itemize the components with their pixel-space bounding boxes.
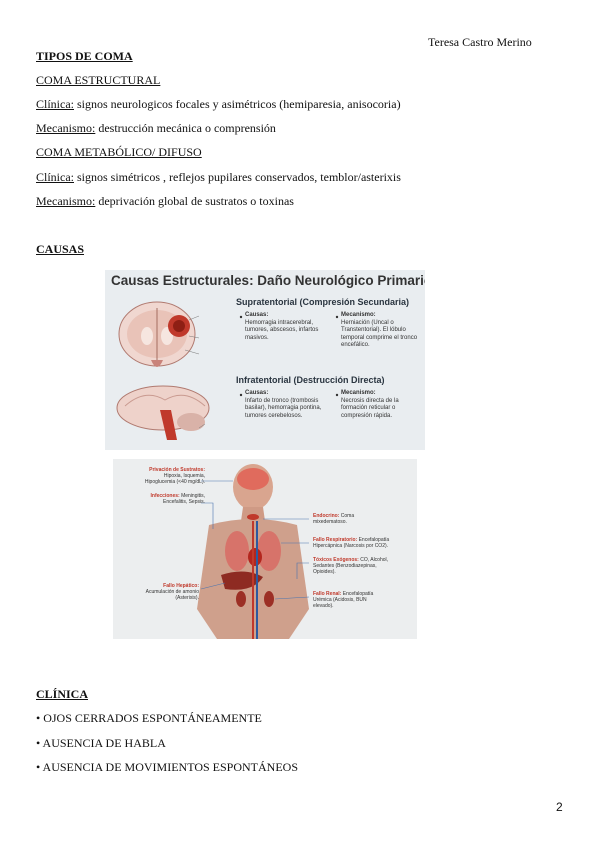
- list-item: • AUSENCIA DE HABLA: [36, 736, 166, 750]
- supra-mecanismo: Mecanismo: Herniación (Uncal o Transtent…: [341, 312, 421, 350]
- causas-title: CAUSAS: [36, 242, 85, 256]
- causas-label: Causas:: [245, 390, 269, 396]
- respiratorio-title: Fallo Respiratorio:: [313, 537, 358, 543]
- supra-causas: Causas: Hemorragia intracerebral, tumore…: [245, 312, 331, 342]
- structural-causes-figure: Causas Estructurales: Daño Neurológico P…: [105, 270, 425, 450]
- mecanismo-label: Mecanismo:: [36, 121, 96, 135]
- infecciones-label: Infecciones: Meningitis, Encefalitis, Se…: [133, 493, 205, 505]
- brain-illustration: [116, 301, 339, 440]
- estructural-clinica: Clínica: signos neurologicos focales y a…: [36, 97, 401, 112]
- mecanismo-label: Mecanismo:: [36, 194, 96, 208]
- mecanismo-text: destrucción mecánica o comprensión: [95, 121, 276, 135]
- metabolic-causes-figure: Privación de Sustratos: Hipoxia, Isquemi…: [113, 459, 417, 639]
- mecanismo-text: Herniación (Uncal o Transtentorial). El …: [341, 319, 418, 349]
- causas-text: Hemorragia intracerebral, tumores, absce…: [245, 319, 319, 341]
- infecciones-text: Meningitis, Encefalitis, Sepsis.: [163, 493, 205, 505]
- clinica-text: signos simétricos , reflejos pupilares c…: [74, 170, 401, 184]
- metabolico-clinica: Clínica: signos simétricos , reflejos pu…: [36, 170, 401, 185]
- infra-mecanismo: Mecanismo: Necrosis directa de la formac…: [341, 390, 421, 420]
- mecanismo-text: Necrosis directa de la formación reticul…: [341, 397, 399, 419]
- body-illustration: [197, 464, 310, 639]
- causas-text: Infarto de tronco (trombosis basilar), h…: [245, 397, 322, 419]
- estructural-mecanismo: Mecanismo: destrucción mecánica o compre…: [36, 121, 276, 136]
- privacion-text: Hipoxia, Isquemia, Hipoglucemia (<40 mg/…: [144, 473, 205, 485]
- mecanismo-label: Mecanismo:: [341, 390, 376, 396]
- renal-text: Encefalopatía Urémica (Acidosis, BUN ele…: [313, 591, 374, 609]
- clinica-label: Clínica:: [36, 97, 74, 111]
- respiratorio-label: Fallo Respiratorio: Encefalopatía Hiperc…: [313, 537, 405, 549]
- causas-label: Causas:: [245, 312, 269, 318]
- hepatico-title: Fallo Hepático:: [163, 583, 199, 589]
- toxicos-text: CO, Alcohol, Sedantes (Benzodiazepinas, …: [313, 557, 389, 575]
- author-name: Teresa Castro Merino: [428, 35, 532, 49]
- hepatico-text: Acumulación de amonio (Asterixis).: [145, 589, 199, 601]
- privacion-label: Privación de Sustratos: Hipoxia, Isquemi…: [133, 467, 205, 485]
- figure1-title: Causas Estructurales: Daño Neurológico P…: [111, 273, 425, 288]
- hepatico-label: Fallo Hepático: Acumulación de amonio (A…: [127, 583, 199, 601]
- endocrino-label: Endocrino: Coma mixedematoso.: [313, 513, 379, 525]
- endocrino-text: Coma mixedematoso.: [313, 513, 355, 525]
- mecanismo-text: deprivación global de sustratos o toxina…: [95, 194, 294, 208]
- tipos-title: TIPOS DE COMA: [36, 49, 133, 63]
- toxicos-label: Tóxicos Exógenos: CO, Alcohol, Sedantes …: [313, 557, 393, 575]
- infratentorial-title: Infratentorial (Destrucción Directa): [236, 375, 385, 385]
- infecciones-title: Infecciones:: [150, 493, 180, 499]
- clinica-text: signos neurologicos focales y asimétrico…: [74, 97, 401, 111]
- endocrino-title: Endocrino:: [313, 513, 340, 519]
- toxicos-title: Tóxicos Exógenos:: [313, 557, 359, 563]
- clinica-label: Clínica:: [36, 170, 74, 184]
- list-item: • AUSENCIA DE MOVIMIENTOS ESPONTÁNEOS: [36, 760, 298, 774]
- estructural-title: COMA ESTRUCTURAL: [36, 73, 161, 87]
- clinica-title: CLÍNICA: [36, 687, 89, 701]
- renal-title: Fallo Renal:: [313, 591, 342, 597]
- supratentorial-title: Supratentorial (Compresión Secundaria): [236, 297, 410, 307]
- metabolico-mecanismo: Mecanismo: deprivación global de sustrat…: [36, 194, 294, 209]
- renal-label: Fallo Renal: Encefalopatía Urémica (Acid…: [313, 591, 387, 609]
- privacion-title: Privación de Sustratos:: [149, 467, 205, 473]
- respiratorio-text: Encefalopatía Hipercápnica (Narcosis por…: [313, 537, 390, 549]
- infra-causas: Causas: Infarto de tronco (trombosis bas…: [245, 390, 331, 420]
- list-item: • OJOS CERRADOS ESPONTÁNEAMENTE: [36, 711, 262, 725]
- metabolico-title: COMA METABÓLICO/ DIFUSO: [36, 145, 202, 159]
- mecanismo-label: Mecanismo:: [341, 312, 376, 318]
- page-number: 2: [556, 800, 563, 814]
